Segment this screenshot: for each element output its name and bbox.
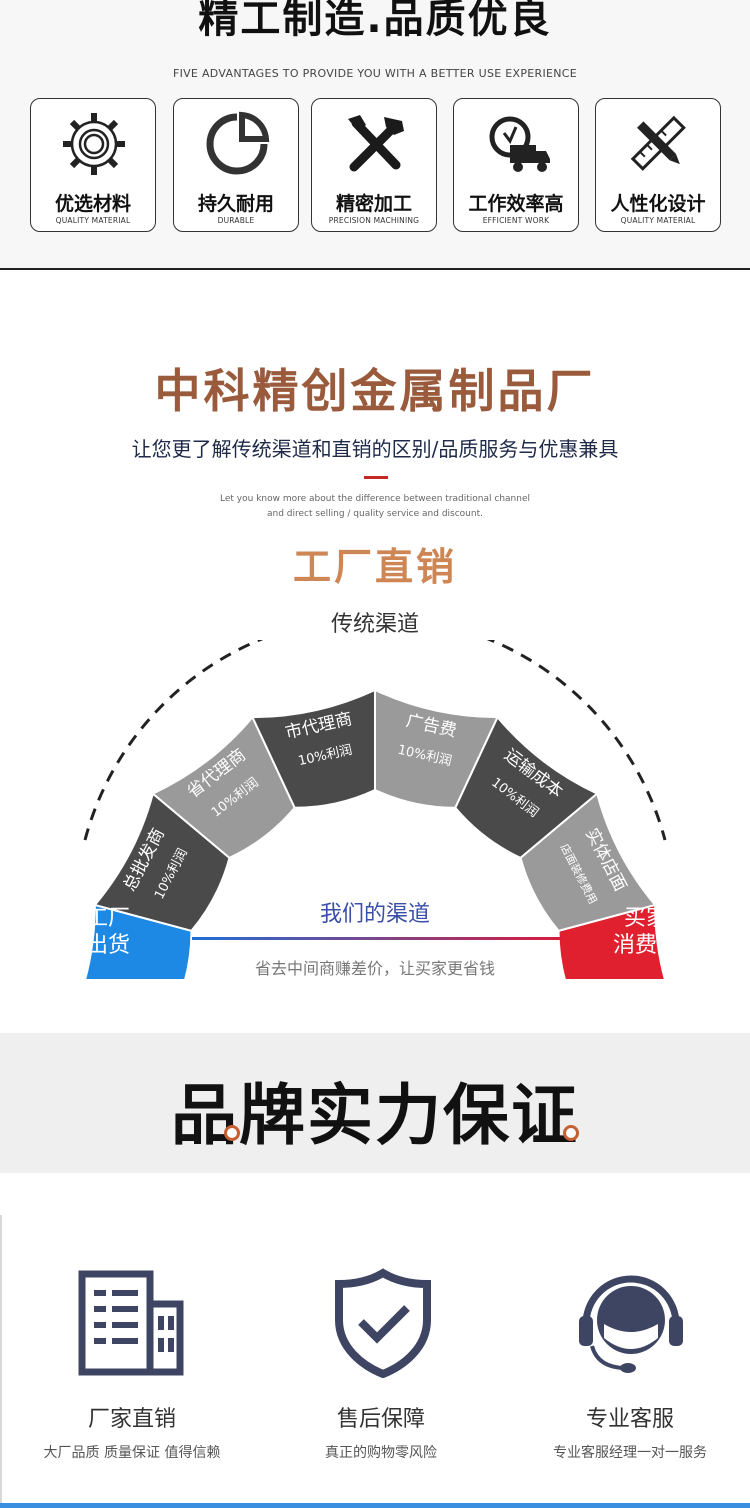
factory-label: 出货: [86, 933, 130, 958]
channel-segment: [374, 688, 500, 809]
channel-segment: [93, 791, 231, 932]
company-name: 中科精创金属制品厂: [154, 364, 596, 418]
tools-icon: [348, 115, 404, 172]
service-title: 厂家直销: [87, 1407, 176, 1432]
headset-icon: [579, 1275, 683, 1373]
service-subtitle: 专业客服经理一对一服务: [553, 1445, 707, 1461]
decorative-ring: [563, 1125, 579, 1141]
advantage-card-material: 优选材料 QUALITY MATERIAL: [30, 98, 156, 232]
service-title: 售后保障: [336, 1407, 425, 1432]
advantage-subtitle: DURABLE: [217, 216, 255, 225]
advantages-subtitle: FIVE ADVANTAGES TO PROVIDE YOU WITH A BE…: [172, 67, 578, 80]
advantage-title: 持久耐用: [197, 193, 274, 215]
factory-label: 工厂: [86, 906, 130, 931]
channel-arc-diagram: 总批发商10%利润省代理商10%利润市代理商10%利润广告费10%利润运输成本1…: [83, 640, 679, 981]
advantage-title: 人性化设计: [610, 193, 706, 215]
building-icon: [78, 1270, 184, 1376]
advantage-subtitle: PRECISION MACHINING: [328, 216, 420, 225]
service-subtitle: 真正的购物零风险: [325, 1445, 437, 1461]
advantage-subtitle: QUALITY MATERIAL: [55, 216, 131, 225]
accent-divider: [364, 476, 388, 479]
english-description-line2: and direct selling / quality service and…: [267, 509, 483, 519]
brand-banner: [0, 1033, 750, 1173]
advantage-card-design: 人性化设计 QUALITY MATERIAL: [595, 98, 721, 232]
advantages-section: 精工制造.品质优良 FIVE ADVANTAGES TO PROVIDE YOU…: [0, 0, 750, 270]
bottom-accent-line: [0, 1503, 750, 1508]
tagline: 让您更了解传统渠道和直销的区别/品质服务与优惠兼具: [131, 437, 619, 461]
ruler-pencil-icon: [630, 115, 686, 171]
brand-title: 品牌实力保证: [171, 1077, 579, 1154]
english-description-line1: Let you know more about the difference b…: [220, 494, 530, 504]
advantage-card-durable: 持久耐用 DURABLE: [173, 98, 299, 232]
service-subtitle: 大厂品质 质量保证 值得信赖: [43, 1445, 221, 1461]
advantage-card-efficient: 工作效率高 EFFICIENT WORK: [453, 98, 579, 232]
delivery-truck-icon: [489, 116, 550, 172]
advantage-title: 工作效率高: [468, 193, 564, 215]
advantage-card-precision: 精密加工 PRECISION MACHINING: [311, 98, 437, 232]
service-title: 专业客服: [585, 1407, 674, 1432]
channel-segment: [250, 688, 376, 809]
gear-icon: [63, 113, 125, 175]
advantages-title: 精工制造.品质优良: [198, 0, 552, 42]
decorative-ring: [224, 1125, 240, 1141]
divider: [0, 1215, 2, 1505]
our-channel-label: 我们的渠道: [319, 902, 430, 927]
channel-segment: [151, 715, 296, 860]
advantage-subtitle: QUALITY MATERIAL: [620, 216, 696, 225]
advantage-title: 优选材料: [54, 193, 131, 215]
channel-segment: [519, 791, 657, 932]
consumer-label: 买家: [624, 906, 668, 931]
shield-check-icon: [335, 1268, 431, 1378]
consumer-label: 消费者: [613, 933, 679, 958]
advantage-subtitle: EFFICIENT WORK: [482, 216, 550, 225]
pie-chart-icon: [206, 111, 270, 175]
advantage-title: 精密加工: [335, 193, 412, 215]
traditional-channel-label: 传统渠道: [330, 612, 419, 637]
our-channel-line: [192, 937, 562, 940]
save-text: 省去中间商赚差价，让买家更省钱: [254, 959, 495, 978]
factory-direct-heading: 工厂直销: [292, 545, 457, 589]
